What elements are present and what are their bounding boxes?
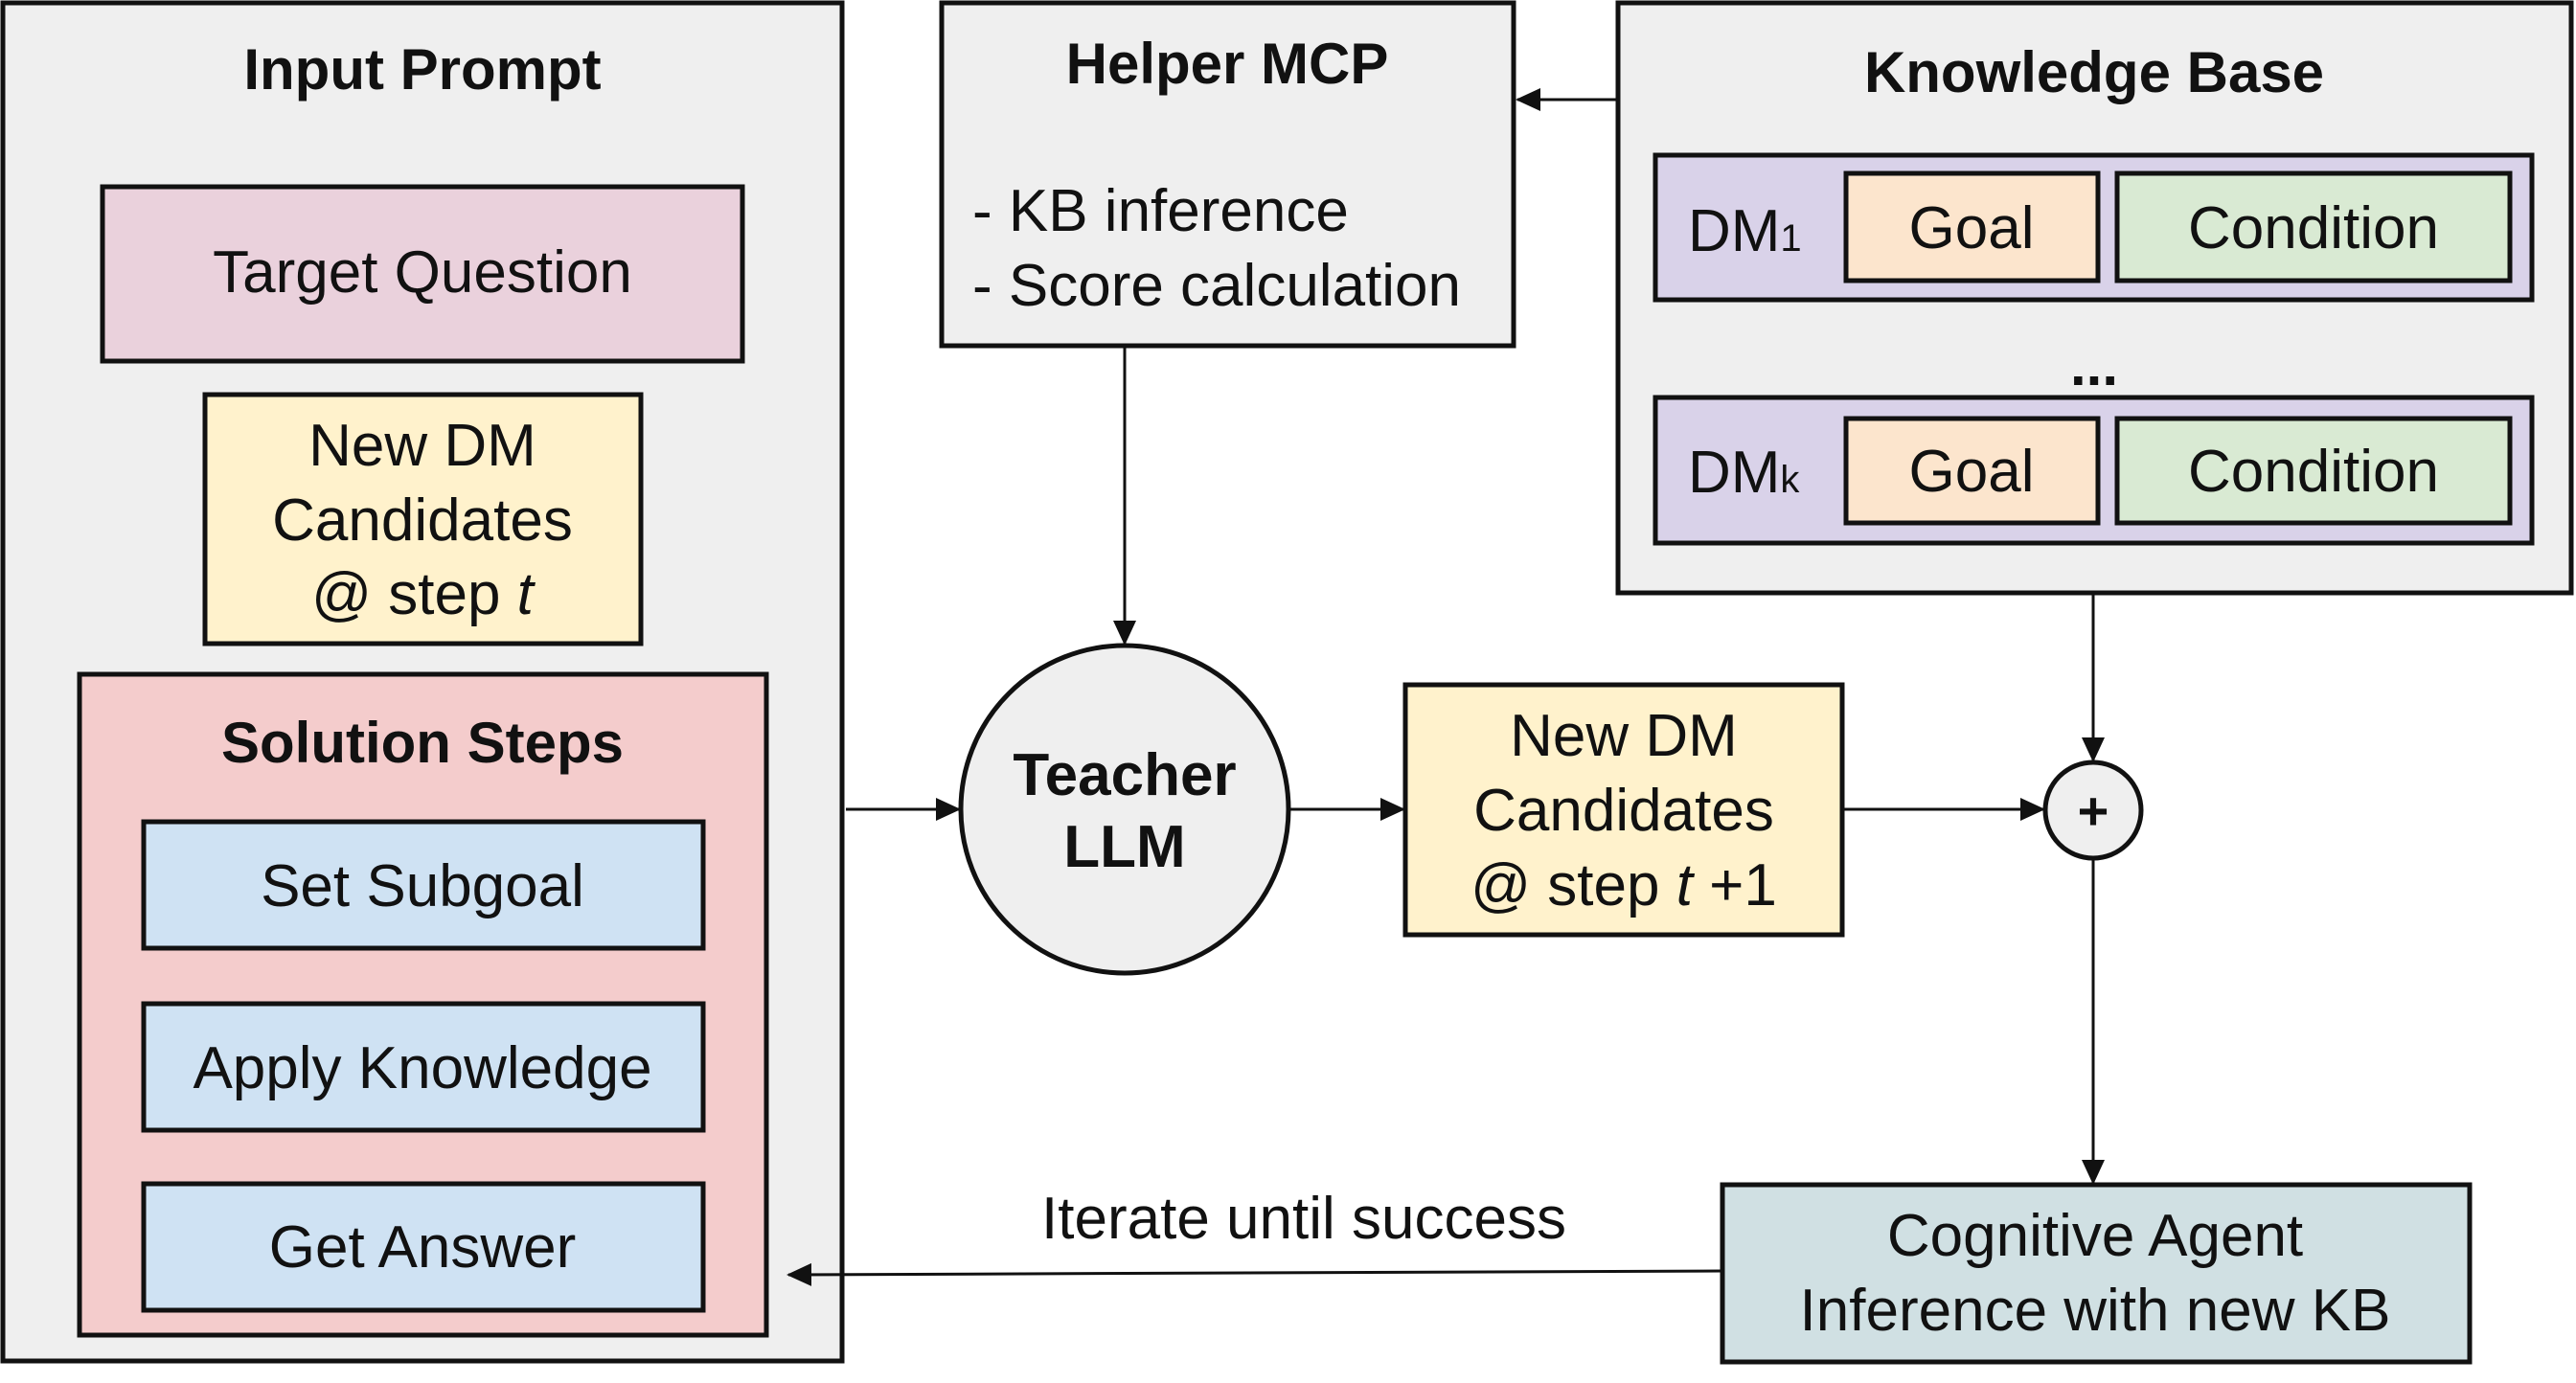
goal-label: Goal	[1909, 195, 2035, 261]
combine-symbol: +	[2078, 781, 2109, 841]
teacher-llm-line2: LLM	[1063, 814, 1185, 880]
step-set-subgoal: Set Subgoal	[141, 819, 706, 951]
step-frame	[141, 1001, 706, 1133]
knowledge-base-panel: Knowledge Base DM1 Goal Condition ... DM…	[1615, 0, 2574, 596]
dm-candidates-line3: @ step t	[311, 561, 536, 627]
combine-node: +	[2042, 760, 2144, 861]
step-get-answer: Get Answer	[141, 1181, 706, 1313]
kb-row-dmk: DMk Goal Condition	[1653, 395, 2535, 546]
dm-name: DM	[1688, 440, 1780, 506]
solution-steps-title: Solution Steps	[221, 711, 624, 775]
target-question-label: Target Question	[213, 239, 632, 306]
goal-cell	[1843, 416, 2101, 526]
new-dm-candidates-line2: Candidates	[1473, 778, 1774, 844]
step-frame	[141, 1181, 706, 1313]
helper-mcp-title: Helper MCP	[1066, 32, 1389, 96]
new-dm-step-var: t	[1676, 852, 1696, 918]
goal-cell	[1843, 170, 2101, 283]
dm-candidates-line2: Candidates	[272, 487, 573, 554]
condition-label: Condition	[2188, 195, 2439, 261]
dm-subscript: k	[1780, 459, 1800, 501]
condition-cell	[2114, 170, 2513, 283]
kb-ellipsis: ...	[2070, 333, 2118, 397]
solution-steps-box: Solution Steps Set Subgoal Apply Knowled…	[77, 671, 769, 1338]
new-dm-candidates-frame	[1402, 682, 1845, 938]
step-apply-knowledge: Apply Knowledge	[141, 1001, 706, 1133]
helper-mcp-frame	[939, 0, 1516, 349]
helper-mcp-line1: - KB inference	[972, 178, 1349, 244]
teacher-llm-circle	[958, 643, 1291, 976]
combine-circle	[2042, 760, 2144, 861]
step-label: Set Subgoal	[261, 853, 584, 919]
step-label: Apply Knowledge	[193, 1035, 651, 1101]
dm-row-label: DM1	[1688, 198, 1802, 264]
new-dm-step-suffix: +1	[1693, 852, 1777, 918]
teacher-llm-line1: Teacher	[1013, 742, 1236, 808]
helper-mcp-box: Helper MCP - KB inference - Score calcul…	[939, 0, 1516, 349]
input-prompt-title: Input Prompt	[243, 37, 601, 102]
goal-label: Goal	[1909, 439, 2035, 505]
new-dm-step-prefix: @ step	[1470, 852, 1676, 918]
iterate-label: Iterate until success	[1041, 1186, 1566, 1252]
dm-candidates-line1: New DM	[308, 413, 536, 479]
new-dm-candidates-line1: New DM	[1510, 703, 1738, 769]
dm-row-label: DMk	[1688, 440, 1800, 506]
knowledge-base-title: Knowledge Base	[1864, 40, 2324, 104]
new-dm-candidates-line3: @ step t +1	[1470, 852, 1777, 918]
cognitive-agent-line2: Inference with new KB	[1800, 1278, 2391, 1344]
step-label: Get Answer	[269, 1214, 576, 1281]
arrow-agent-to-prompt	[786, 1262, 1723, 1286]
target-question-box: Target Question	[100, 184, 745, 364]
condition-label: Condition	[2188, 439, 2439, 505]
input-prompt-panel: Input Prompt Target Question New DM Cand…	[0, 0, 845, 1364]
new-dm-candidates-box: New DM Candidates @ step t +1	[1402, 682, 1845, 938]
helper-mcp-line2: - Score calculation	[972, 253, 1461, 319]
condition-cell	[2114, 416, 2513, 526]
kb-row-dm1: DM1 Goal Condition	[1653, 152, 2535, 303]
target-question-frame	[100, 184, 745, 364]
dm-candidates-box: New DM Candidates @ step t	[202, 392, 644, 646]
dm-candidates-step-var: t	[517, 561, 536, 627]
cognitive-agent-line1: Cognitive Agent	[1887, 1203, 2303, 1269]
dm-name: DM	[1688, 198, 1780, 264]
teacher-llm-node: Teacher LLM	[958, 643, 1291, 976]
cognitive-agent-frame	[1720, 1182, 2473, 1365]
cognitive-agent-box: Cognitive Agent Inference with new KB	[1720, 1182, 2473, 1365]
dm-subscript: 1	[1780, 217, 1801, 260]
dm-candidates-step-prefix: @ step	[311, 561, 517, 627]
dm-candidates-frame	[202, 392, 644, 646]
step-frame	[141, 819, 706, 951]
